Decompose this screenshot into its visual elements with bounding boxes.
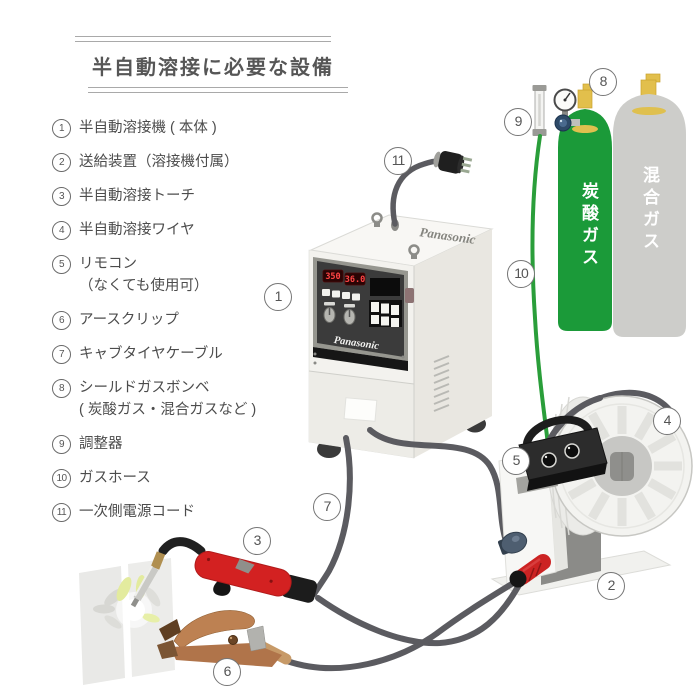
connector-control bbox=[498, 531, 528, 555]
feeder-power-cable bbox=[367, 427, 509, 544]
callout-cable: 7 bbox=[313, 493, 341, 521]
item-label: 送給装置（溶接機付属） bbox=[79, 154, 239, 170]
control-panel: 350 36.0 bbox=[313, 257, 414, 371]
current-display: 350 bbox=[325, 272, 340, 282]
panel-buttons bbox=[322, 289, 360, 301]
equipment-item: 9 調整器 bbox=[52, 434, 302, 454]
co2-cylinder-label: 炭酸ガス bbox=[579, 182, 598, 270]
equipment-item: 11 一次側電源コード bbox=[52, 502, 302, 522]
callout-feeder: 2 bbox=[597, 572, 625, 600]
equipment-item: 10 ガスホース bbox=[52, 468, 302, 488]
panel-knobs bbox=[323, 302, 356, 325]
panel-screen bbox=[370, 278, 400, 296]
equipment-item: 2 送給装置（溶接機付属） bbox=[52, 152, 302, 172]
callout-wire: 4 bbox=[653, 407, 681, 435]
cabtire-cable bbox=[311, 435, 353, 597]
item-label: 半自動溶接機 ( 本体 ) bbox=[79, 120, 217, 136]
welding-torch bbox=[130, 537, 318, 608]
callout-torch: 3 bbox=[243, 527, 271, 555]
gas-cylinder-co2 bbox=[558, 83, 612, 331]
equipment-item: 4 半自動溶接ワイヤ bbox=[52, 220, 302, 240]
equipment-item: 7 キャブタイヤケーブル bbox=[52, 344, 302, 364]
pressure-gauge bbox=[553, 88, 577, 112]
torch-trigger bbox=[213, 581, 231, 596]
torch-cable bbox=[315, 582, 522, 647]
item-number-badge: 11 bbox=[52, 503, 71, 522]
remote-knob bbox=[541, 452, 557, 468]
connector-torch bbox=[509, 554, 551, 588]
item-number-badge: 1 bbox=[52, 119, 71, 138]
item-number-badge: 6 bbox=[52, 311, 71, 330]
item-number-badge: 5 bbox=[52, 255, 71, 274]
welding-machine: 350 36.0 bbox=[308, 212, 494, 459]
title-top-rule bbox=[75, 36, 331, 42]
item-number-badge: 10 bbox=[52, 469, 71, 488]
side-vents bbox=[433, 355, 450, 412]
lifting-eyebolt-icon bbox=[371, 212, 420, 259]
remote-knob bbox=[564, 443, 580, 459]
equipment-item: 5 リモコン （なくても使用可） bbox=[52, 254, 302, 296]
flowmeter bbox=[532, 85, 547, 136]
item-number-badge: 2 bbox=[52, 153, 71, 172]
remote-control bbox=[516, 415, 608, 494]
title-block: 半自動溶接に必要な設備 bbox=[70, 36, 360, 93]
item-label: 半自動溶接トーチ bbox=[79, 188, 195, 204]
title-bottom-rule bbox=[88, 87, 348, 93]
equipment-list: 1 半自動溶接機 ( 本体 ) 2 送給装置（溶接機付属） 3 半自動溶接トーチ… bbox=[52, 118, 302, 536]
voltage-display: 36.0 bbox=[345, 275, 365, 285]
power-cord bbox=[390, 151, 473, 231]
power-plug bbox=[433, 151, 473, 174]
machine-label bbox=[343, 397, 378, 422]
item-label: 調整器 bbox=[79, 436, 123, 452]
gas-hose bbox=[530, 134, 551, 455]
item-note: ( 炭酸ガス・混合ガスなど ) bbox=[79, 402, 257, 418]
equipment-item: 8 シールドガスボンベ ( 炭酸ガス・混合ガスなど ) bbox=[52, 378, 302, 420]
item-label: 一次側電源コード bbox=[79, 504, 195, 520]
item-number-badge: 3 bbox=[52, 187, 71, 206]
item-number-badge: 4 bbox=[52, 221, 71, 240]
equipment-item: 3 半自動溶接トーチ bbox=[52, 186, 302, 206]
earth-cable bbox=[284, 574, 526, 671]
item-label: シールドガスボンベ ( 炭酸ガス・混合ガスなど ) bbox=[79, 380, 257, 418]
remote-handle bbox=[523, 415, 592, 447]
item-label: リモコン （なくても使用可） bbox=[79, 256, 209, 294]
page-title: 半自動溶接に必要な設備 bbox=[92, 57, 334, 79]
callout-cord: 11 bbox=[384, 147, 412, 175]
torch-nozzle bbox=[130, 551, 166, 608]
torch-handle bbox=[194, 551, 292, 597]
callout-clip: 6 bbox=[213, 658, 241, 686]
equipment-item: 1 半自動溶接機 ( 本体 ) bbox=[52, 118, 302, 138]
wire-feeder bbox=[490, 389, 693, 596]
callout-bottle: 8 bbox=[589, 68, 617, 96]
earth-clip bbox=[157, 610, 292, 667]
item-label: 半自動溶接ワイヤ bbox=[79, 222, 195, 238]
item-note: （なくても使用可） bbox=[79, 278, 209, 294]
item-label: キャブタイヤケーブル bbox=[79, 346, 223, 362]
panel-keypad bbox=[371, 302, 399, 327]
item-number-badge: 8 bbox=[52, 379, 71, 398]
item-label: ガスホース bbox=[79, 470, 151, 486]
item-number-badge: 9 bbox=[52, 435, 71, 454]
callout-remote: 5 bbox=[502, 447, 530, 475]
item-label: アースクリップ bbox=[79, 312, 179, 328]
callout-hose: 10 bbox=[507, 260, 535, 288]
mixed-gas-cylinder-label: 混合ガス bbox=[640, 166, 659, 254]
gas-regulator bbox=[532, 85, 580, 136]
callout-regulator: 9 bbox=[504, 108, 532, 136]
item-number-badge: 7 bbox=[52, 345, 71, 364]
torch-neck bbox=[158, 537, 206, 556]
gas-cylinder-mixed bbox=[613, 73, 686, 337]
regulator-elbow bbox=[570, 119, 580, 126]
equipment-item: 6 アースクリップ bbox=[52, 310, 302, 330]
callout-machine: 1 bbox=[264, 283, 292, 311]
